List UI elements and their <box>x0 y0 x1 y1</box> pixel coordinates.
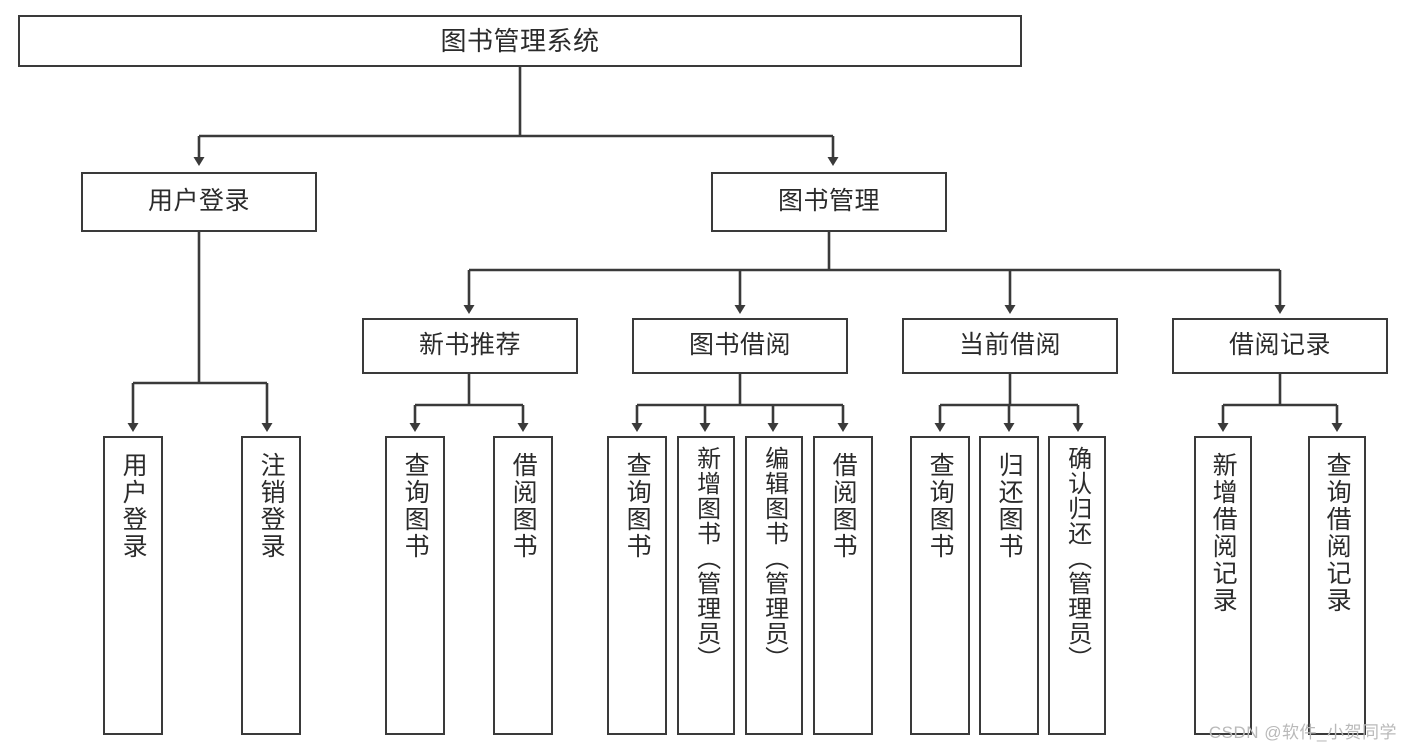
node-label: 查询图书 <box>401 452 430 560</box>
leaf-borrow-book-borrow[interactable]: 借阅图书 <box>813 436 873 735</box>
node-label: 图书管理系统 <box>440 25 600 56</box>
node-label: 借阅记录 <box>1228 331 1331 360</box>
node-current-borrow[interactable]: 当前借阅 <box>902 318 1118 374</box>
node-label: 归还图书 <box>995 452 1024 560</box>
node-label: 用户登录 <box>119 452 148 560</box>
node-label: 用户登录 <box>147 187 250 216</box>
node-book-borrow[interactable]: 图书借阅 <box>632 318 848 374</box>
node-label: 确认归还（管理员） <box>1063 446 1091 671</box>
node-label: 注销登录 <box>257 452 286 560</box>
node-label: 查询图书 <box>926 452 955 560</box>
leaf-user-login[interactable]: 用户登录 <box>103 436 163 735</box>
node-new-book-recommend[interactable]: 新书推荐 <box>362 318 578 374</box>
leaf-query-book-borrow[interactable]: 查询图书 <box>607 436 667 735</box>
leaf-query-book-recommend[interactable]: 查询图书 <box>385 436 445 735</box>
leaf-user-logout[interactable]: 注销登录 <box>241 436 301 735</box>
node-label: 新书推荐 <box>418 331 521 360</box>
watermark: CSDN @软件_小贺同学 <box>1208 723 1397 742</box>
leaf-return-book[interactable]: 归还图书 <box>979 436 1039 735</box>
node-label: 查询借阅记录 <box>1323 452 1352 614</box>
node-label: 借阅图书 <box>509 452 538 560</box>
node-label: 图书管理 <box>777 187 880 216</box>
leaf-confirm-return[interactable]: 确认归还（管理员） <box>1048 436 1106 735</box>
node-borrow-record[interactable]: 借阅记录 <box>1172 318 1388 374</box>
leaf-add-borrow-record[interactable]: 新增借阅记录 <box>1194 436 1252 735</box>
node-label: 新增借阅记录 <box>1209 452 1238 614</box>
leaf-edit-book[interactable]: 编辑图书（管理员） <box>745 436 803 735</box>
node-user-login[interactable]: 用户登录 <box>81 172 317 232</box>
leaf-query-book-current[interactable]: 查询图书 <box>910 436 970 735</box>
node-label: 查询图书 <box>623 452 652 560</box>
node-label: 编辑图书（管理员） <box>760 446 788 671</box>
leaf-query-borrow-record[interactable]: 查询借阅记录 <box>1308 436 1366 735</box>
node-label: 新增图书（管理员） <box>692 446 720 671</box>
node-book-management[interactable]: 图书管理 <box>711 172 947 232</box>
node-label: 借阅图书 <box>829 452 858 560</box>
node-label: 当前借阅 <box>958 331 1061 360</box>
node-label: 图书借阅 <box>688 331 791 360</box>
node-root-book-management-system[interactable]: 图书管理系统 <box>18 15 1022 67</box>
leaf-add-book[interactable]: 新增图书（管理员） <box>677 436 735 735</box>
leaf-borrow-book-recommend[interactable]: 借阅图书 <box>493 436 553 735</box>
